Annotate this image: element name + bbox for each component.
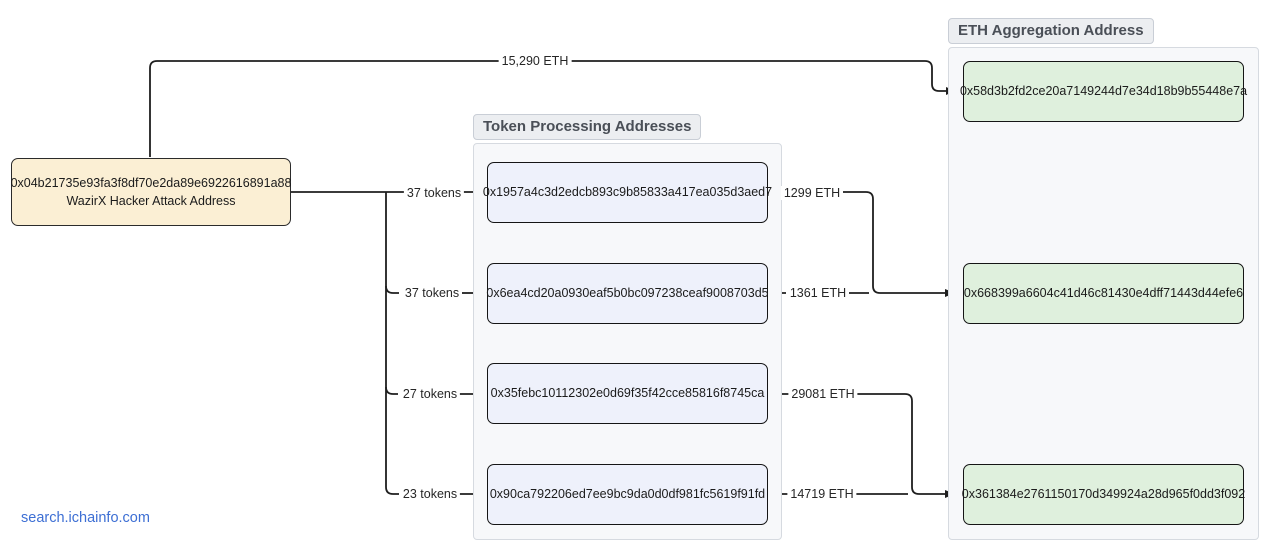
edge-label-tokens-3: 27 tokens	[399, 387, 461, 401]
edge-tokens-2	[385, 285, 399, 294]
eth-address-hash-2: 0x668399a6604c41d46c81430e4dff71443d44ef…	[963, 286, 1244, 301]
eth-address-hash-3: 0x361384e2761150170d349924a28d965f0dd3f0…	[961, 487, 1246, 502]
edge-label-eth-1: 1299 ETH	[780, 186, 844, 200]
token-address-hash-2: 0x6ea4cd20a0930eaf5b0bc097238ceaf9008703…	[486, 286, 769, 301]
edge-label-eth-3: 29081 ETH	[788, 387, 858, 401]
node-eth-address-1[interactable]: 0x58d3b2fd2ce20a7149244d7e34d18b9b55448e…	[959, 61, 1248, 122]
node-token-address-3[interactable]: 0x35febc10112302e0d69f35f42cce85816f8745…	[487, 363, 768, 424]
edge-label-eth-2: 1361 ETH	[786, 286, 850, 300]
attack-address-label: WazirX Hacker Attack Address	[66, 194, 236, 208]
edge-eth-3b	[857, 393, 950, 495]
edge-label-tokens-2: 37 tokens	[401, 286, 463, 300]
node-eth-address-3[interactable]: 0x361384e2761150170d349924a28d965f0dd3f0…	[961, 464, 1246, 525]
node-attack-address[interactable]: 0x04b21735e93fa3f8df70e2da89e6922616891a…	[11, 158, 291, 226]
token-address-hash-3: 0x35febc10112302e0d69f35f42cce85816f8745…	[490, 386, 765, 401]
node-token-address-4[interactable]: 0x90ca792206ed7ee9bc9da0d0df981fc5619f91…	[487, 464, 768, 525]
edge-trunk-vertical	[385, 192, 399, 495]
edge-label-tokens-4: 23 tokens	[399, 487, 461, 501]
edge-label-direct-eth: 15,290 ETH	[498, 54, 572, 68]
node-token-address-1[interactable]: 0x1957a4c3d2edcb893c9b85833a417ea035d3ae…	[483, 162, 772, 223]
node-eth-address-2[interactable]: 0x668399a6604c41d46c81430e4dff71443d44ef…	[963, 263, 1244, 324]
edge-eth-1b	[843, 191, 950, 294]
edge-label-tokens-1: 37 tokens	[403, 186, 465, 200]
token-address-hash-1: 0x1957a4c3d2edcb893c9b85833a417ea035d3ae…	[482, 185, 773, 200]
group-title-token-processing: Token Processing Addresses	[473, 114, 702, 140]
group-title-eth-aggregation: ETH Aggregation Address	[948, 18, 1154, 44]
node-token-address-2[interactable]: 0x6ea4cd20a0930eaf5b0bc097238ceaf9008703…	[486, 263, 769, 324]
watermark-link[interactable]: search.ichainfo.com	[21, 510, 150, 526]
edge-tokens-3	[385, 386, 398, 395]
eth-address-hash-1: 0x58d3b2fd2ce20a7149244d7e34d18b9b55448e…	[959, 84, 1248, 99]
attack-address-hash: 0x04b21735e93fa3f8df70e2da89e6922616891a…	[10, 175, 292, 190]
token-address-hash-4: 0x90ca792206ed7ee9bc9da0d0df981fc5619f91…	[489, 487, 766, 502]
edge-label-eth-4: 14719 ETH	[787, 487, 857, 501]
